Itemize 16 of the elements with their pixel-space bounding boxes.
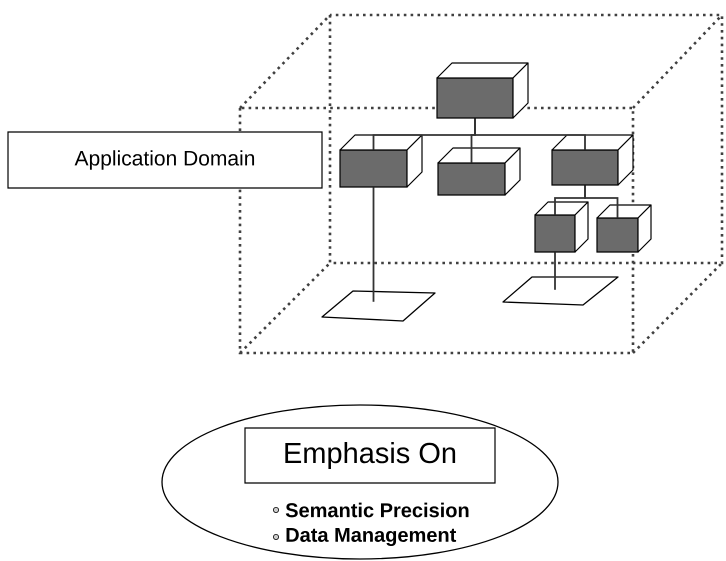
module-box xyxy=(596,204,652,253)
module-box xyxy=(534,201,589,253)
module-box xyxy=(437,147,521,196)
connector-line xyxy=(584,186,618,218)
platform-plate xyxy=(502,276,619,306)
bullet-item: Semantic Precision xyxy=(286,502,468,518)
platform-plate xyxy=(321,290,436,322)
connector-line xyxy=(372,188,374,302)
label-box: Application Domain xyxy=(7,131,323,189)
module-box xyxy=(339,134,423,188)
module-box xyxy=(436,62,529,119)
connector-line xyxy=(554,252,556,290)
label-box: Emphasis On xyxy=(244,427,496,484)
bullet-item: Data Management xyxy=(286,528,456,546)
module-box xyxy=(551,134,634,186)
connector-line xyxy=(474,118,586,150)
